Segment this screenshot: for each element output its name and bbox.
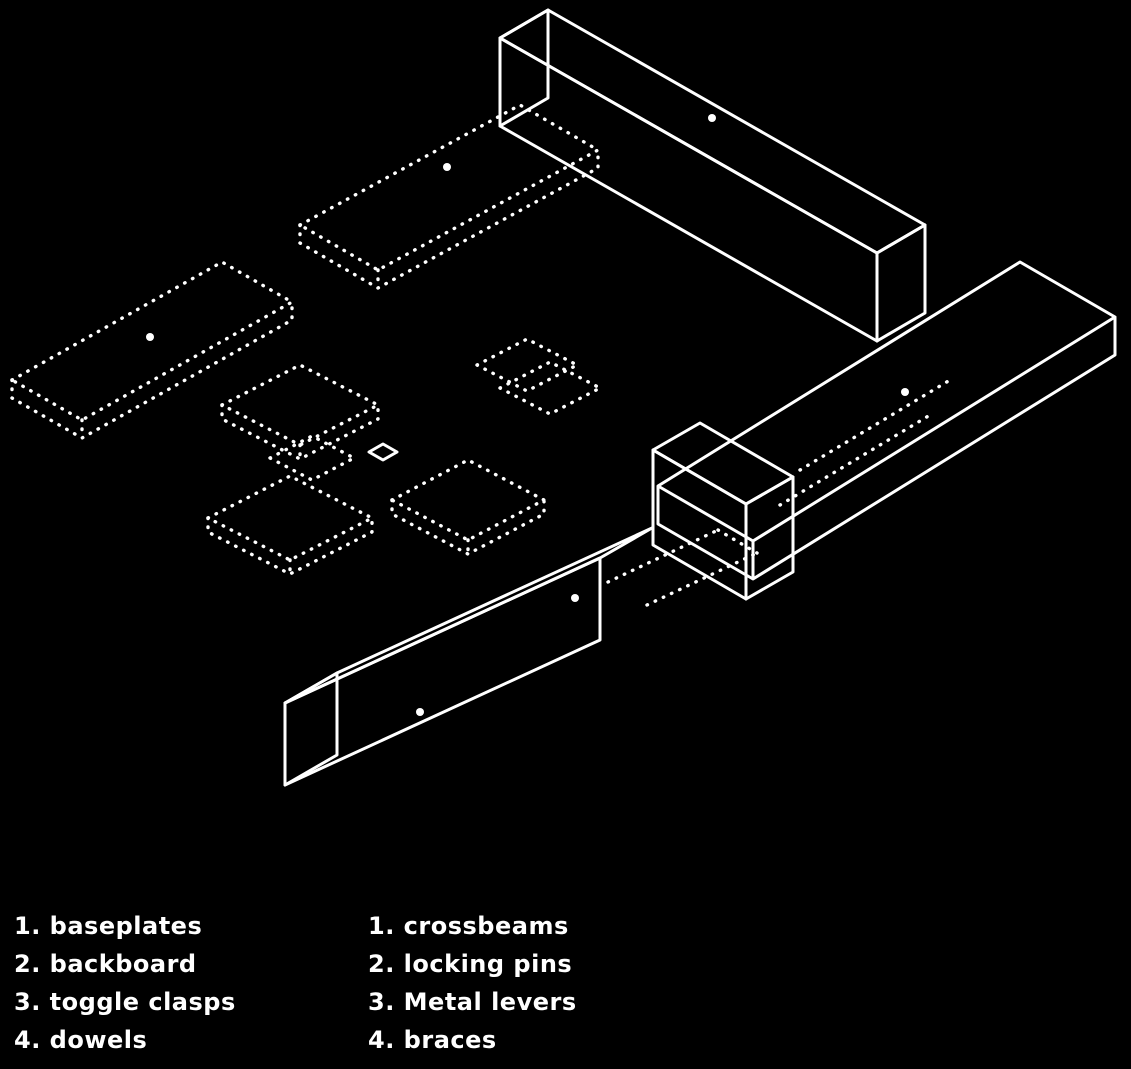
legend-item-left-2: 2. backboard <box>14 950 197 978</box>
dowel-hole-marker <box>443 163 451 171</box>
legend-item-left-3: 3. toggle clasps <box>14 988 236 1016</box>
dowel-hole-marker <box>901 388 909 396</box>
small-dowel-tip <box>367 442 399 462</box>
dowel-hole-marker <box>416 708 424 716</box>
dowel-hole-marker <box>571 594 579 602</box>
legend-item-right-3: 3. Metal levers <box>368 988 577 1016</box>
part-left-board <box>10 260 294 440</box>
legend-item-left-4: 4. dowels <box>14 1026 148 1054</box>
legend-item-right-2: 2. locking pins <box>368 950 573 978</box>
part-bottom-beam <box>283 526 759 787</box>
part-top-beam <box>498 8 927 343</box>
part-right-slab <box>656 260 1117 581</box>
part-cross-assembly <box>206 363 546 576</box>
legend-item-left-1: 1. baseplates <box>14 912 203 940</box>
legend-column-right: 1. crossbeams 2. locking pins 3. Metal l… <box>368 914 577 1053</box>
legend-column-left: 1. baseplates 2. backboard 3. toggle cla… <box>14 914 368 1053</box>
part-link-pieces <box>475 337 602 416</box>
dowel-hole-marker <box>146 333 154 341</box>
hidden-tenon-lines <box>606 528 759 607</box>
part-upper-board <box>298 103 600 290</box>
legend: 1. baseplates 2. backboard 3. toggle cla… <box>14 914 577 1053</box>
exploded-assembly-diagram <box>10 8 1117 787</box>
legend-item-right-1: 1. crossbeams <box>368 912 569 940</box>
hidden-slot-lines <box>778 378 952 507</box>
part-corner-block <box>651 421 795 601</box>
dowel-hole-marker <box>708 114 716 122</box>
legend-item-right-4: 4. braces <box>368 1026 497 1054</box>
